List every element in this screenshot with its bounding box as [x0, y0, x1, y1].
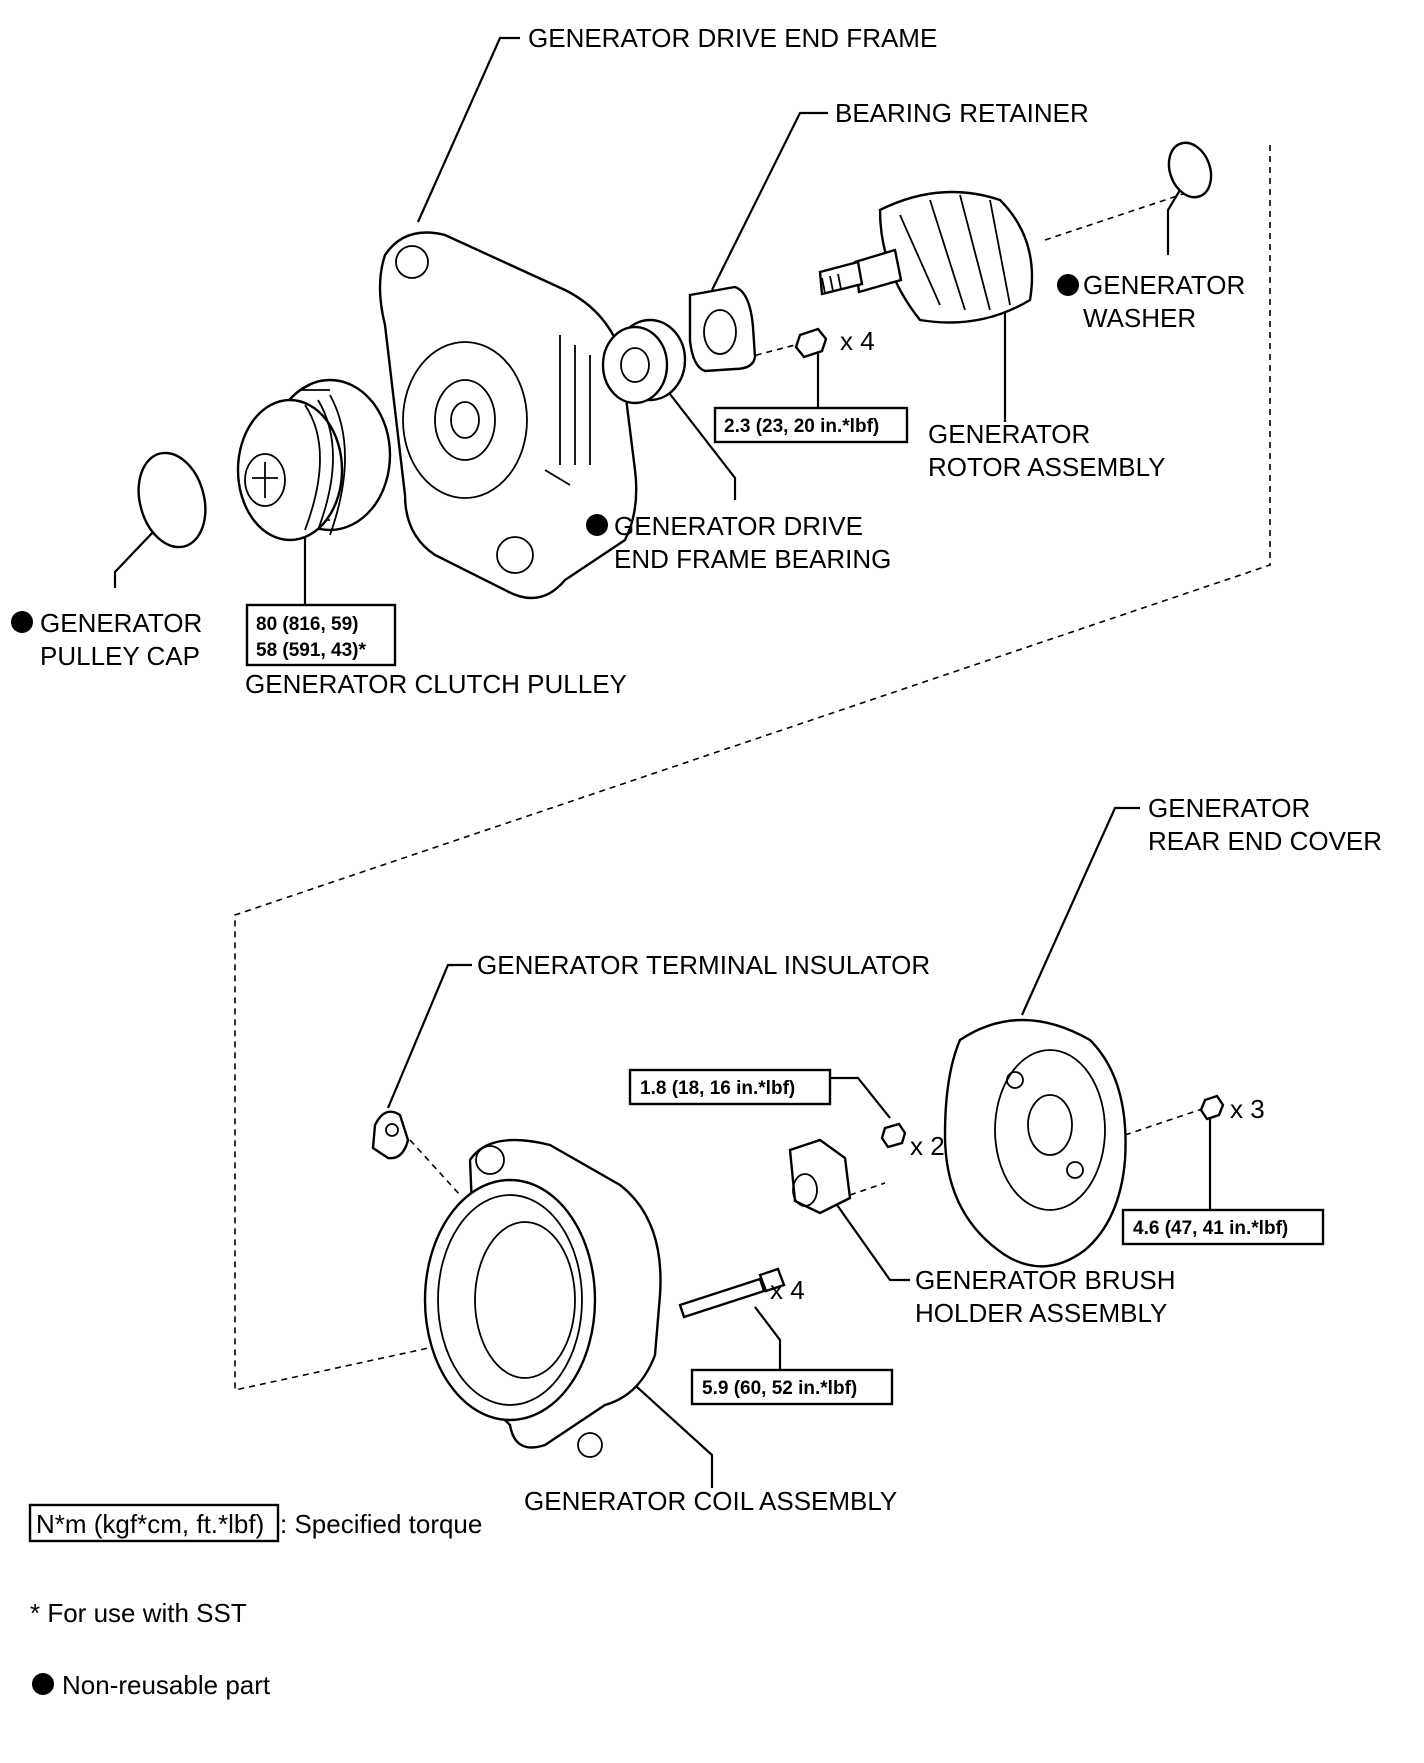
legend-nonreusable: Non-reusable part [62, 1670, 271, 1700]
pulley-cap-part [137, 451, 207, 549]
label-drive-end-frame: GENERATOR DRIVE END FRAME [528, 23, 937, 53]
torque-brush-holder: 1.8 (18, 16 in.*lbf) [640, 1078, 795, 1099]
label-pulley-cap-line2: PULLEY CAP [40, 641, 200, 671]
nonreusable-marker-bearing [586, 514, 608, 536]
drive-end-frame-part [378, 231, 638, 600]
label-bearing-line2: END FRAME BEARING [614, 544, 891, 574]
label-pulley-cap-line1: GENERATOR [40, 608, 202, 638]
label-brush-holder-line1: GENERATOR BRUSH [915, 1265, 1176, 1295]
torque-boxes [28, 406, 1325, 1543]
brush-holder-part [788, 1138, 852, 1215]
qty-cover-nuts: x 3 [1230, 1094, 1265, 1124]
brush-screw-part [880, 1122, 907, 1149]
assembly-axis-lines [234, 145, 1271, 1391]
coil-assembly-part [423, 1138, 662, 1458]
legend-torque-desc: : Specified torque [280, 1509, 482, 1539]
torque-box-brush-holder [628, 1068, 832, 1106]
clutch-pulley-part [236, 378, 392, 542]
torque-box-rear-cover [1121, 1208, 1325, 1246]
rear-end-cover-part [943, 1018, 1127, 1268]
through-bolt-part [678, 1267, 786, 1319]
legend-torque-unit: N*m (kgf*cm, ft.*lbf) [36, 1509, 264, 1539]
torque-box-pulley [245, 603, 397, 667]
label-rotor-line1: GENERATOR [928, 419, 1090, 449]
torque-through-bolt: 5.9 (60, 52 in.*lbf) [702, 1378, 857, 1399]
label-coil-assembly: GENERATOR COIL ASSEMBLY [524, 1486, 897, 1516]
nonreusable-legend-marker [32, 1673, 54, 1695]
torque-pulley-line1: 80 (816, 59) [256, 614, 358, 635]
terminal-insulator-part [371, 1110, 410, 1160]
label-rear-cover-line1: GENERATOR [1148, 793, 1310, 823]
label-washer-line2: WASHER [1083, 303, 1196, 333]
nonreusable-marker-pulley-cap [11, 611, 33, 633]
generator-washer-part [1167, 141, 1213, 199]
bearing-retainer-part [688, 285, 757, 373]
label-rotor-line2: ROTOR ASSEMBLY [928, 452, 1165, 482]
label-terminal-insulator: GENERATOR TERMINAL INSULATOR [477, 950, 930, 980]
drive-end-frame-bearing-part [601, 318, 687, 405]
nonreusable-markers [11, 274, 1079, 1695]
label-rear-cover-line2: REAR END COVER [1148, 826, 1382, 856]
nonreusable-marker-washer [1057, 274, 1079, 296]
torque-rear-cover: 4.6 (47, 41 in.*lbf) [1133, 1218, 1288, 1239]
label-bearing-line1: GENERATOR DRIVE [614, 511, 863, 541]
torque-box-retainer [713, 406, 909, 444]
legend-sst-note: * For use with SST [30, 1598, 247, 1628]
qty-brush-screws: x 2 [910, 1131, 945, 1161]
torque-box-through-bolt [690, 1368, 894, 1406]
qty-through-bolts: x 4 [770, 1275, 805, 1305]
torque-retainer: 2.3 (23, 20 in.*lbf) [724, 416, 879, 437]
label-clutch-pulley: GENERATOR CLUTCH PULLEY [245, 669, 627, 699]
label-brush-holder-line2: HOLDER ASSEMBLY [915, 1298, 1167, 1328]
torque-pulley-line2: 58 (591, 43)* [256, 640, 366, 661]
qty-retainer-screws: x 4 [840, 326, 875, 356]
label-washer-line1: GENERATOR [1083, 270, 1245, 300]
legend-torque-box [28, 1503, 280, 1543]
cover-nut-part [1199, 1094, 1225, 1121]
label-bearing-retainer: BEARING RETAINER [835, 98, 1089, 128]
rotor-assembly-part [818, 190, 1034, 324]
retainer-screw-part [794, 327, 828, 359]
